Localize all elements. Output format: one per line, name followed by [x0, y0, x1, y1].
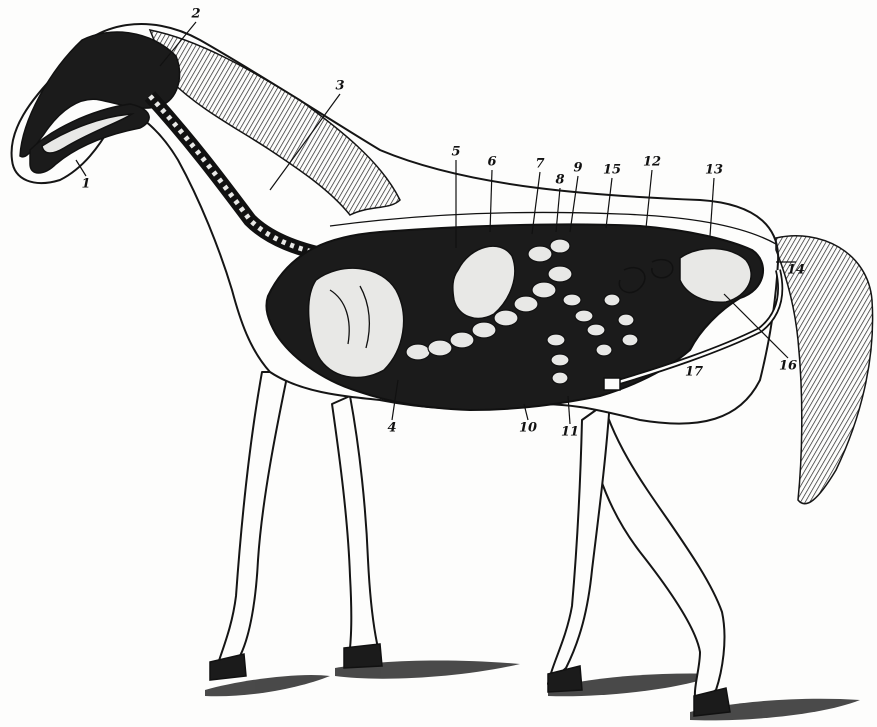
- label-6: 6: [487, 156, 496, 169]
- label-3: 3: [335, 80, 344, 93]
- label-1: 1: [81, 178, 90, 191]
- label-8: 8: [555, 174, 564, 187]
- front-leg: [216, 372, 288, 670]
- label-13: 13: [705, 164, 723, 177]
- label-16: 16: [779, 360, 797, 373]
- hind-leg-far: [548, 400, 610, 684]
- label-7: 7: [535, 158, 544, 171]
- label-11: 11: [561, 426, 579, 439]
- label-12: 12: [643, 156, 661, 169]
- label-4: 4: [387, 422, 396, 435]
- label-17: 17: [685, 366, 703, 379]
- label-14: 14: [787, 264, 805, 277]
- label-10: 10: [519, 422, 537, 435]
- label-9: 9: [573, 162, 582, 175]
- heart: [309, 268, 404, 377]
- hind-leg: [590, 392, 724, 704]
- label-5: 5: [451, 146, 460, 159]
- label-2: 2: [191, 8, 200, 21]
- ground-shadows: [205, 661, 860, 721]
- front-leg-far: [332, 396, 378, 664]
- label-15: 15: [603, 164, 621, 177]
